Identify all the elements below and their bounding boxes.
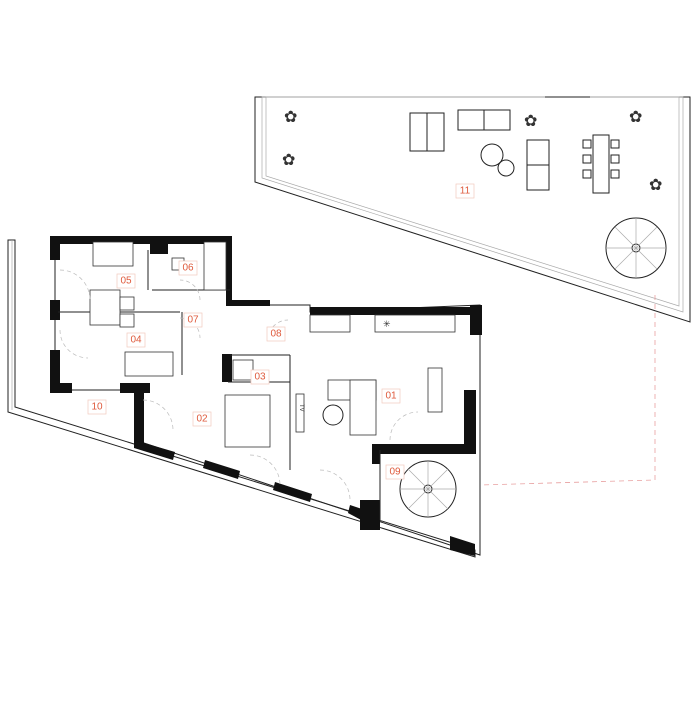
furniture xyxy=(89,241,456,448)
room-label-01: 01 xyxy=(381,388,401,404)
spiral-stair-terrace-icon xyxy=(605,217,667,279)
room-label-03: 03 xyxy=(250,369,270,385)
svg-text:01: 01 xyxy=(385,391,397,402)
svg-text:✿: ✿ xyxy=(524,113,537,130)
room-label-04: 04 xyxy=(126,332,146,348)
hob-icon: ✳ xyxy=(383,319,391,329)
room-label-10: 10 xyxy=(87,399,107,415)
svg-text:10: 10 xyxy=(91,402,103,413)
room-label-07: 07 xyxy=(183,312,203,328)
svg-text:✿: ✿ xyxy=(629,109,642,126)
room-label-08: 08 xyxy=(266,326,286,342)
svg-text:03: 03 xyxy=(254,372,266,383)
svg-text:09: 09 xyxy=(389,467,401,478)
svg-text:07: 07 xyxy=(187,315,199,326)
svg-text:✿: ✿ xyxy=(649,177,662,194)
svg-text:02: 02 xyxy=(196,414,208,425)
room-label-02: 02 xyxy=(192,411,212,427)
svg-text:✿: ✿ xyxy=(282,152,295,169)
tv-label: TV xyxy=(298,404,304,412)
partitions xyxy=(58,250,381,520)
terrace-outline xyxy=(254,96,691,323)
svg-text:08: 08 xyxy=(270,329,282,340)
svg-text:11: 11 xyxy=(460,186,471,197)
svg-text:05: 05 xyxy=(120,276,132,287)
svg-text:06: 06 xyxy=(182,263,194,274)
room-label-06: 06 xyxy=(178,260,198,276)
room-label-05: 05 xyxy=(116,273,136,289)
svg-text:✿: ✿ xyxy=(284,109,297,126)
stair-link-line xyxy=(479,295,656,486)
svg-text:04: 04 xyxy=(130,335,142,346)
terrace-furniture xyxy=(409,109,620,194)
room-label-09: 09 xyxy=(385,464,405,480)
spiral-stair-icon xyxy=(399,460,457,518)
plant-icons: ✿ ✿ ✿ ✿ ✿ xyxy=(282,109,662,194)
walls xyxy=(50,236,482,556)
room-label-11: 11 xyxy=(455,183,475,199)
